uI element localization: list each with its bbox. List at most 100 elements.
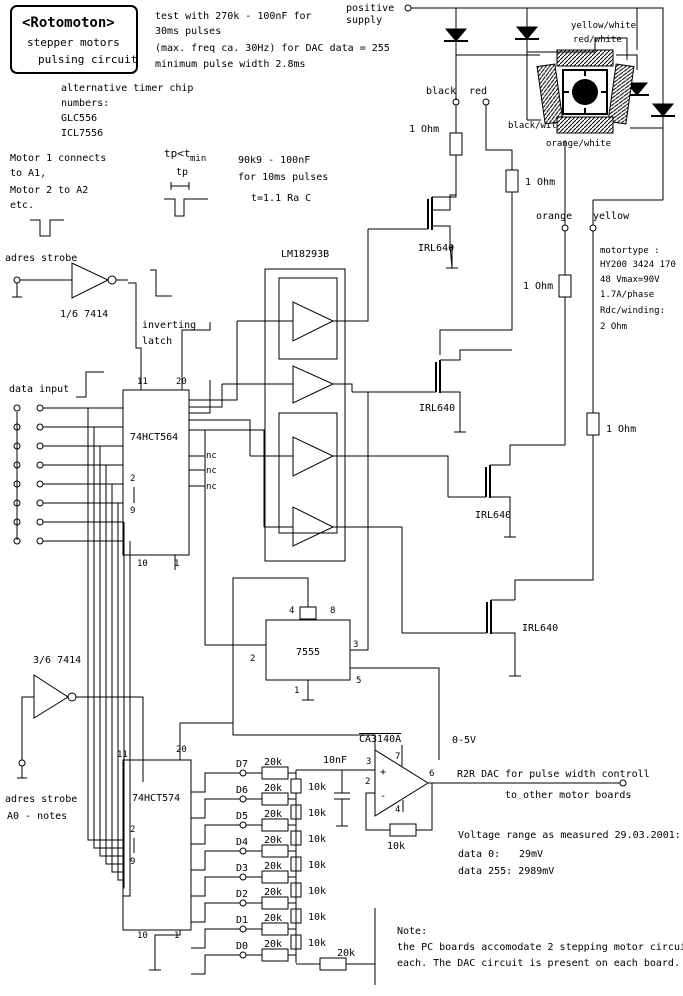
positive-supply: positive supply bbox=[346, 3, 675, 200]
svg-text:IRL640: IRL640 bbox=[475, 510, 511, 521]
svg-text:1: 1 bbox=[174, 931, 179, 941]
tp-condition: tp<t min tp bbox=[164, 147, 208, 217]
svg-text:red/white: red/white bbox=[573, 35, 622, 45]
svg-text:74HCT564: 74HCT564 bbox=[130, 432, 178, 443]
data-input-terminal bbox=[36, 442, 44, 450]
svg-text:1.7A/phase: 1.7A/phase bbox=[600, 290, 654, 300]
svg-text:1 Ohm: 1 Ohm bbox=[606, 424, 636, 435]
motortype-note: motortype : HY200 3424 170 48 Vmax=90V 1… bbox=[600, 246, 676, 332]
data-input-terminal bbox=[36, 537, 44, 545]
svg-text:11: 11 bbox=[117, 750, 128, 760]
dac-bit-label: D4 bbox=[236, 837, 248, 848]
svg-text:5: 5 bbox=[356, 676, 361, 686]
svg-text:ICL7556: ICL7556 bbox=[61, 128, 103, 139]
svg-text:4: 4 bbox=[395, 805, 400, 815]
svg-text:red: red bbox=[469, 86, 487, 97]
svg-text:90k9 - 100nF: 90k9 - 100nF bbox=[238, 155, 310, 166]
svg-text:74HCT574: 74HCT574 bbox=[132, 793, 180, 804]
svg-text:10k: 10k bbox=[387, 841, 405, 852]
voltage-range-note: Voltage range as measured 29.03.2001: da… bbox=[458, 830, 681, 877]
resistor-20k-term-label: 20k bbox=[337, 948, 355, 959]
data-input-terminal bbox=[36, 404, 44, 412]
svg-text:7555: 7555 bbox=[296, 647, 320, 658]
resistor-10k-label: 10k bbox=[308, 808, 326, 819]
dac-bit-label: D7 bbox=[236, 759, 248, 770]
dac-bit-label: D2 bbox=[236, 889, 248, 900]
svg-text:to A1,: to A1, bbox=[10, 168, 46, 179]
svg-text:11: 11 bbox=[137, 377, 148, 387]
svg-text:nc: nc bbox=[206, 451, 217, 461]
svg-text:20: 20 bbox=[176, 377, 187, 387]
title-line1: stepper motors bbox=[27, 36, 120, 49]
svg-text:10: 10 bbox=[137, 559, 148, 569]
svg-text:data 255: 2989mV: data 255: 2989mV bbox=[458, 866, 554, 877]
svg-text:black/wite: black/wite bbox=[508, 121, 562, 131]
dac-bit-label: D6 bbox=[236, 785, 248, 796]
svg-text:9: 9 bbox=[130, 506, 135, 516]
svg-text:t=1.1 Ra C: t=1.1 Ra C bbox=[251, 193, 311, 204]
svg-text:9: 9 bbox=[130, 857, 135, 867]
data-input-terminal bbox=[36, 461, 44, 469]
svg-text:yellow: yellow bbox=[593, 211, 630, 222]
resistor-20k bbox=[261, 948, 289, 962]
resistor-10k-label: 10k bbox=[308, 912, 326, 923]
resistor-20k-label: 20k bbox=[264, 809, 282, 820]
svg-text:+: + bbox=[380, 767, 386, 778]
data-input-block: data input bbox=[9, 371, 131, 897]
resistor-10k bbox=[290, 778, 302, 794]
svg-text:LM18293B: LM18293B bbox=[281, 249, 329, 260]
resistor-20k bbox=[261, 766, 289, 780]
resistor-20k-label: 20k bbox=[264, 939, 282, 950]
svg-text:1/6 7414: 1/6 7414 bbox=[60, 309, 108, 320]
svg-text:minimum pulse width 2.8ms: minimum pulse width 2.8ms bbox=[155, 59, 306, 70]
mosfet-1: IRL640 bbox=[368, 194, 458, 269]
svg-text:2: 2 bbox=[250, 654, 255, 664]
data-input-terminal bbox=[36, 423, 44, 431]
resistor-10k-label: 10k bbox=[308, 834, 326, 845]
svg-text:IRL640: IRL640 bbox=[418, 243, 454, 254]
svg-text:48 Vmax=90V: 48 Vmax=90V bbox=[600, 275, 660, 285]
svg-text:0-5V: 0-5V bbox=[452, 735, 476, 746]
svg-text:10: 10 bbox=[137, 931, 148, 941]
svg-text:each. The DAC circuit is prese: each. The DAC circuit is present on each… bbox=[397, 958, 680, 969]
motor-wires: black red orange yellow 1 Ohm 1 Ohm 1 Oh… bbox=[409, 55, 663, 600]
svg-text:GLC556: GLC556 bbox=[61, 113, 97, 124]
footer-note: Note: the PC boards accomodate 2 steppin… bbox=[397, 926, 683, 969]
resistor-10k-label: 10k bbox=[308, 860, 326, 871]
svg-text:3/6 7414: 3/6 7414 bbox=[33, 655, 81, 666]
svg-text:adres strobe: adres strobe bbox=[5, 253, 77, 264]
mosfet-4: IRL640 bbox=[402, 599, 558, 677]
svg-text:29mV: 29mV bbox=[519, 849, 543, 860]
resistor-10k-label: 10k bbox=[308, 782, 326, 793]
svg-text:3: 3 bbox=[366, 757, 371, 767]
svg-text:motortype :: motortype : bbox=[600, 246, 660, 256]
svg-text:2: 2 bbox=[130, 825, 135, 835]
resistor-20k bbox=[261, 844, 289, 858]
motor-connect-note: Motor 1 connects to A1, Motor 2 to A2 et… bbox=[10, 153, 106, 237]
svg-text:yellow/white: yellow/white bbox=[571, 21, 636, 31]
svg-text:4: 4 bbox=[289, 606, 294, 616]
resistor-10k-label: 10k bbox=[308, 886, 326, 897]
opamp-ca3140a: CA3140A + - 3 7 2 4 6 10k 0-5V R2R DAC f… bbox=[296, 734, 650, 985]
svg-text:latch: latch bbox=[142, 336, 172, 347]
dac-bit-label: D1 bbox=[236, 915, 248, 926]
svg-text:1 Ohm: 1 Ohm bbox=[409, 124, 439, 135]
resistor-20k-label: 20k bbox=[264, 861, 282, 872]
svg-text:data input: data input bbox=[9, 384, 69, 395]
resistor-20k-label: 20k bbox=[264, 783, 282, 794]
svg-text:Motor 1 connects: Motor 1 connects bbox=[10, 153, 106, 164]
alt-timer-note: alternative timer chip numbers: GLC556 I… bbox=[61, 83, 193, 139]
inverting-latch-note: inverting latch bbox=[142, 320, 196, 347]
svg-text:Note:: Note: bbox=[397, 926, 427, 937]
resistor-10k-label: 10k bbox=[308, 938, 326, 949]
svg-text:CA3140A: CA3140A bbox=[359, 734, 401, 745]
data-input-terminal bbox=[36, 518, 44, 526]
svg-text:2 Ohm: 2 Ohm bbox=[600, 322, 627, 332]
inverter-1: adres strobe 1/6 7414 bbox=[5, 253, 172, 320]
svg-text:1 Ohm: 1 Ohm bbox=[525, 177, 555, 188]
chip-74hct564: 74HCT564 11 20 2 9 10 1 nc nc nc bbox=[122, 282, 265, 570]
resistor-20k-label: 20k bbox=[264, 913, 282, 924]
test-notes: test with 270k - 100nF for 30ms pulses (… bbox=[155, 11, 390, 70]
